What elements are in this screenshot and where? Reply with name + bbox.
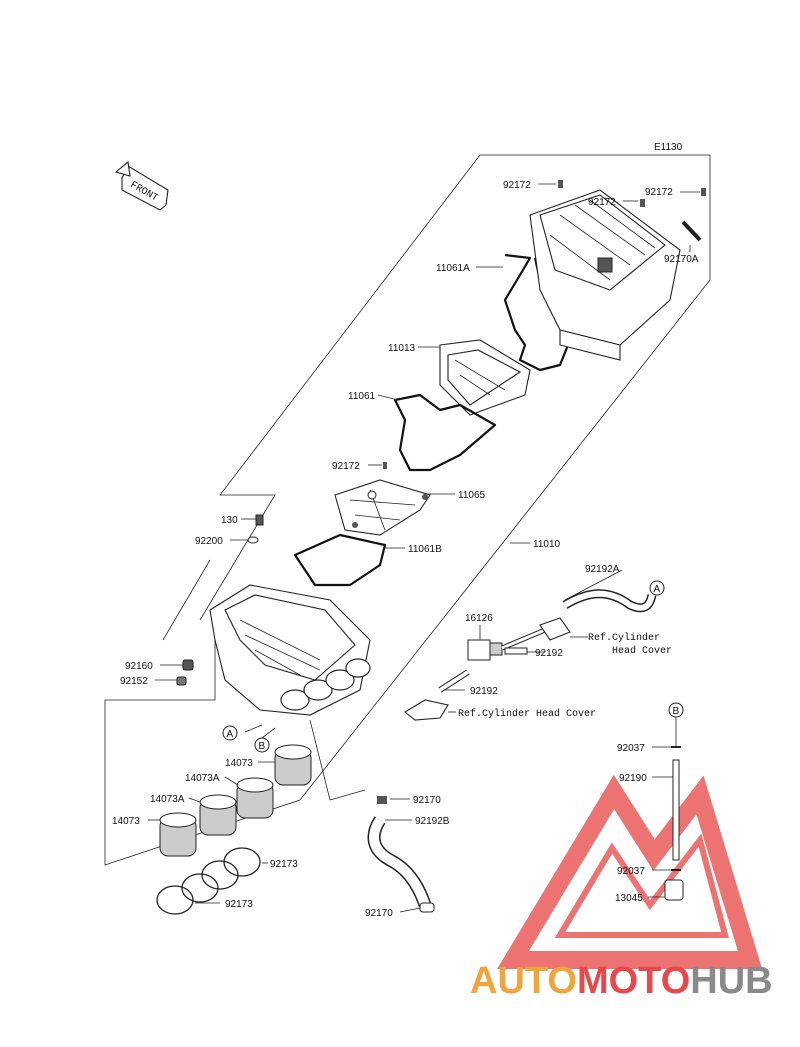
valve-16126 (467, 617, 571, 661)
label-92037-a: 92037 (617, 743, 645, 754)
label-92037-b: 92037 (617, 866, 645, 877)
label-11061: 11061 (348, 391, 376, 402)
label-11065: 11065 (458, 490, 486, 501)
label-16126: 16126 (465, 613, 493, 624)
bolt-icons-top (558, 180, 706, 242)
label-14073-b: 14073 (112, 816, 140, 827)
air-box-housing (209, 584, 371, 716)
bolt-130-icon (255, 514, 264, 526)
marker-b-tube: B (668, 702, 684, 718)
drain-tube-92190 (664, 746, 684, 901)
label-92160: 92160 (125, 661, 153, 672)
reference-labels: Ref.Cylinder Head Cover Ref.Cylinder Hea… (458, 632, 672, 720)
label-14073a-a: 14073A (185, 773, 220, 784)
label-11010: 11010 (533, 539, 561, 550)
label-92172-mid: 92172 (588, 197, 616, 208)
label-92173-a: 92173 (270, 859, 298, 870)
hose-92192b (367, 796, 435, 913)
label-92192-b: 92192 (470, 686, 498, 697)
gasket-11061 (393, 393, 497, 472)
label-130: 130 (221, 515, 238, 526)
figure-code: E1130 (654, 142, 683, 153)
label-14073a-b: 14073A (150, 794, 185, 805)
circle-markers: A B A B (222, 580, 684, 753)
label-11013: 11013 (388, 343, 416, 354)
marker-a-box: A (222, 725, 238, 741)
watermark-text: AUTOMOTOHUB (470, 960, 800, 1010)
label-92152: 92152 (120, 676, 148, 687)
leader-lines (148, 183, 700, 913)
ref-upper-line1: Ref.Cylinder (588, 632, 660, 644)
svg-text:B: B (673, 706, 680, 717)
air-filter-element (439, 339, 531, 416)
hose-92192a (562, 589, 657, 613)
front-arrow-icon: FRONT (114, 160, 169, 211)
gasket-11061b (293, 533, 387, 587)
label-13045: 13045 (615, 893, 643, 904)
label-92192-a: 92192 (535, 648, 563, 659)
ref-lower: Ref.Cylinder Head Cover (458, 708, 596, 720)
label-11061a: 11061A (436, 263, 470, 274)
collar-92152-icon (176, 676, 187, 686)
label-11061b: 11061B (408, 544, 442, 555)
label-92170a: 92170A (664, 254, 699, 265)
label-92172-right: 92172 (645, 187, 673, 198)
watermark-hub: HUB (690, 960, 773, 1002)
watermark-moto: MOTO (576, 960, 691, 1002)
marker-a-hose: A (649, 580, 665, 596)
label-92173-b: 92173 (225, 899, 253, 910)
svg-text:B: B (259, 741, 266, 752)
intake-ducts (159, 744, 312, 857)
watermark-auto: AUTO (470, 960, 577, 1002)
air-cleaner-cover (503, 189, 681, 372)
label-92190: 92190 (619, 773, 647, 784)
plate-11065 (334, 462, 431, 536)
svg-text:A: A (227, 729, 234, 740)
clamps-92173 (156, 847, 261, 915)
ref-upper-line2: Head Cover (612, 645, 672, 657)
label-92200: 92200 (195, 536, 223, 547)
label-92172-low: 92172 (332, 461, 360, 472)
part-labels: 92172 92172 92172 92170A 11061A 11013 11… (112, 180, 699, 919)
svg-text:A: A (654, 584, 661, 595)
washer-92200-icon (247, 536, 259, 544)
label-92170-b: 92170 (365, 908, 393, 919)
label-92172-top: 92172 (503, 180, 531, 191)
grommet-92160-icon (182, 659, 194, 671)
label-14073-a: 14073 (225, 758, 253, 769)
label-92192b: 92192B (415, 816, 450, 827)
pipe-92192-lower (404, 669, 470, 721)
label-92170-a: 92170 (413, 795, 441, 806)
marker-b-box: B (254, 737, 270, 753)
label-92192a: 92192A (585, 564, 620, 575)
